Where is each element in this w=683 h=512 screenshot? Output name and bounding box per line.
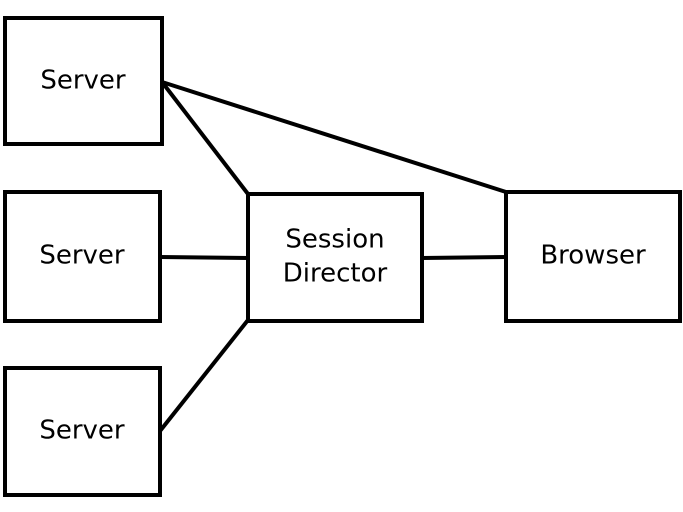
edge-server-middle-to-session-director	[159, 255, 249, 260]
browser-node: Browser	[504, 190, 682, 323]
server-label-bottom: Server	[39, 416, 125, 446]
edge-server-top-to-session-director	[160, 80, 250, 196]
server-label-middle: Server	[39, 241, 125, 271]
edge-server-top-to-browser	[161, 80, 507, 194]
server-node-bottom: Server	[3, 366, 162, 497]
server-node-middle: Server	[3, 190, 162, 323]
edge-server-bottom-to-session-director	[158, 318, 250, 433]
edge-session-director-to-browser	[421, 255, 507, 260]
server-label-top: Server	[40, 66, 126, 96]
browser-box	[504, 190, 682, 323]
session-director-label-line2: Director	[283, 259, 388, 289]
server-box-bottom	[3, 366, 162, 497]
browser-label: Browser	[540, 241, 646, 271]
server-box-top	[3, 16, 164, 146]
session-director-box	[246, 192, 424, 323]
server-box-middle	[3, 190, 162, 323]
server-node-top: Server	[3, 16, 164, 146]
session-director-node: Session Director	[246, 192, 424, 323]
session-director-label-line1: Session	[285, 225, 384, 255]
